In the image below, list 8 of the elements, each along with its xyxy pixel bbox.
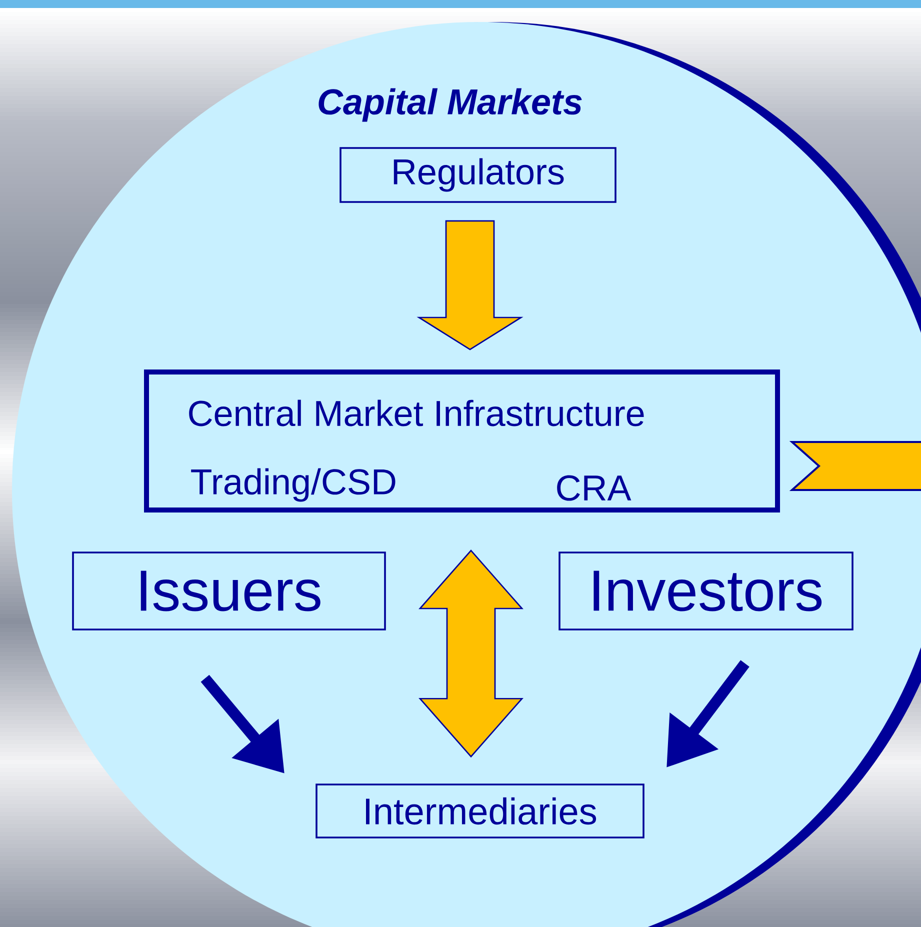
block-arrow [418,550,524,758]
label-box: Intermediaries [316,784,644,838]
label-box: Investors [558,552,854,630]
block-arrow [416,220,524,350]
infrastructure-box: Central Market Infrastructure Trading/CSD CRA [144,370,780,512]
label-box: Regulators [340,147,616,203]
label-box: Issuers [72,552,386,630]
block-arrow [789,441,921,491]
